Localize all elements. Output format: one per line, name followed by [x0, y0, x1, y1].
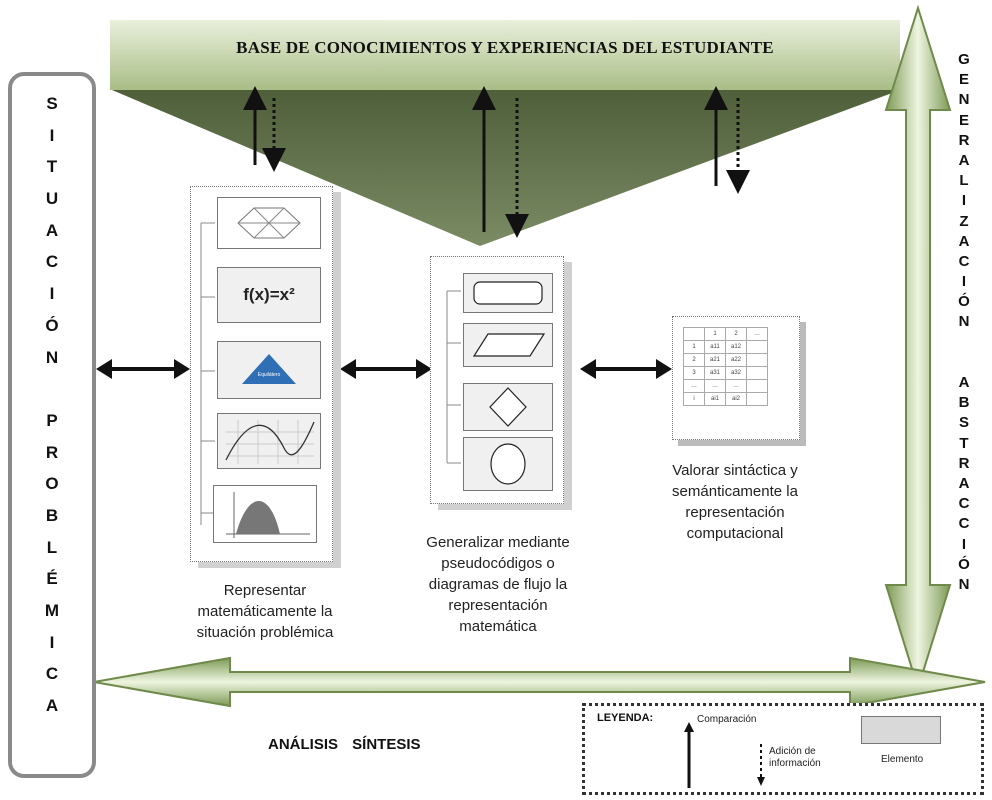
generalizacion-abstraccion-letter: I	[961, 535, 967, 553]
legend-element: Elemento	[881, 754, 924, 765]
horizontal-double-arrow	[93, 656, 986, 708]
generalizacion-abstraccion-letter: A	[958, 232, 970, 250]
generalizacion-abstraccion-letter: T	[959, 434, 969, 452]
bidirectional-arrow-3	[580, 359, 672, 379]
legend-box: LEYENDA: Comparación Adición de informac…	[582, 703, 984, 795]
situacion-problemica-letter: I	[49, 125, 55, 145]
generalizacion-abstraccion-letter: C	[958, 495, 970, 513]
situacion-problemica-letter: P	[46, 410, 58, 430]
analisis-sintesis-label: ANÁLISIS SÍNTESIS	[268, 736, 421, 753]
flow-io-box	[463, 323, 553, 367]
bidirectional-arrow-2	[340, 359, 432, 379]
situacion-problemica-letter: N	[45, 347, 59, 367]
generalizacion-abstraccion-letter: R	[958, 454, 970, 472]
generalizacion-abstraccion-letter: I	[961, 192, 967, 210]
generalizacion-abstraccion-letter: N	[958, 91, 970, 109]
legend-addition: Adición de información	[769, 746, 821, 769]
situacion-problemica-letter: L	[46, 537, 58, 557]
flow-panel-connectors	[446, 290, 461, 464]
situacion-problemica-letter: A	[45, 696, 59, 716]
generalizacion-abstraccion-letter: C	[958, 252, 970, 270]
generalizacion-abstraccion-letter: Ó	[958, 293, 970, 311]
flow-terminal-box	[463, 273, 553, 313]
situacion-problemica-box	[8, 72, 96, 778]
triangle-label: Equilátero	[258, 372, 281, 378]
legend-element-swatch	[861, 716, 941, 744]
flow-decision-box	[463, 383, 553, 431]
area-graph-thumbnail	[213, 485, 317, 543]
situacion-problemica-letter: S	[46, 94, 58, 113]
situacion-problemica-letter: I	[49, 284, 55, 304]
situacion-problemica-letter: R	[45, 442, 59, 462]
flow-panel-caption: Generalizar mediante pseudocódigos o dia…	[426, 534, 570, 635]
situacion-problemica-letter: T	[46, 157, 58, 177]
triangle-thumbnail: Equilátero	[217, 341, 321, 399]
situacion-problemica-letter: C	[45, 252, 59, 272]
legend-title: LEYENDA:	[597, 712, 654, 724]
generalizacion-abstraccion-letter: A	[958, 151, 970, 169]
situacion-problemica-letter: M	[44, 601, 60, 620]
generalizacion-abstraccion-letter	[962, 353, 966, 373]
math-panel-caption: Representar matemáticamente la situación…	[196, 582, 334, 641]
situacion-problemica-letter: O	[45, 474, 59, 494]
generalizacion-abstraccion-letter: S	[958, 414, 969, 432]
generalizacion-abstraccion-letter: C	[958, 515, 970, 533]
situacion-problemica-letter: U	[45, 189, 59, 209]
generalizacion-abstraccion-letter: R	[958, 131, 970, 149]
generalizacion-abstraccion-letter: B	[958, 394, 970, 412]
curve-graph-thumbnail	[217, 413, 321, 469]
situacion-problemica-letter: Ó	[45, 315, 59, 335]
function-formula-box: f(x)=x²	[217, 267, 321, 323]
function-formula: f(x)=x²	[243, 285, 295, 304]
generalizacion-abstraccion-letter: N	[958, 313, 970, 331]
generalizacion-abstraccion-letter	[962, 333, 966, 353]
funnel-shape	[112, 90, 900, 246]
generalizacion-abstraccion-letter: Ó	[958, 555, 970, 573]
vertical-double-arrow	[884, 4, 952, 692]
legend-solid-arrow	[684, 722, 694, 788]
flow-connector-box	[463, 437, 553, 491]
situacion-problemica-letter: I	[49, 632, 55, 652]
generalizacion-abstraccion-letter: Z	[959, 212, 969, 230]
situacion-problemica-letter	[50, 373, 55, 405]
situacion-problemica-letter: É	[46, 569, 58, 589]
legend-dotted-arrow	[757, 744, 765, 786]
generalizacion-abstraccion-letter: E	[958, 111, 969, 129]
generalizacion-abstraccion-letter: I	[961, 273, 967, 291]
situacion-problemica-letter: B	[45, 505, 59, 525]
situacion-problemica-letter: C	[45, 664, 59, 684]
generalizacion-abstraccion-letter: A	[958, 474, 970, 492]
flow-diagram-panel	[430, 256, 564, 504]
generalizacion-abstraccion-letter: N	[958, 575, 970, 593]
situacion-problemica-letter: A	[45, 220, 59, 240]
math-panel-connectors	[200, 222, 215, 525]
header-bar	[110, 20, 900, 90]
bidirectional-arrow-1	[96, 359, 190, 379]
math-representation-panel: f(x)=x² Equilátero	[190, 186, 333, 562]
graph-thumbnail	[217, 197, 321, 249]
legend-comparison: Comparación	[697, 714, 757, 725]
generalizacion-abstraccion-letter: E	[958, 71, 969, 89]
comp-panel-caption: Valorar sintáctica y semánticamente la r…	[672, 462, 798, 542]
generalizacion-abstraccion-letter: A	[958, 374, 970, 391]
generalizacion-abstraccion-letter: G	[958, 51, 970, 68]
header-title: BASE DE CONOCIMIENTOS Y EXPERIENCIAS DEL…	[236, 38, 774, 57]
generalizacion-abstraccion-letter: L	[959, 172, 969, 190]
